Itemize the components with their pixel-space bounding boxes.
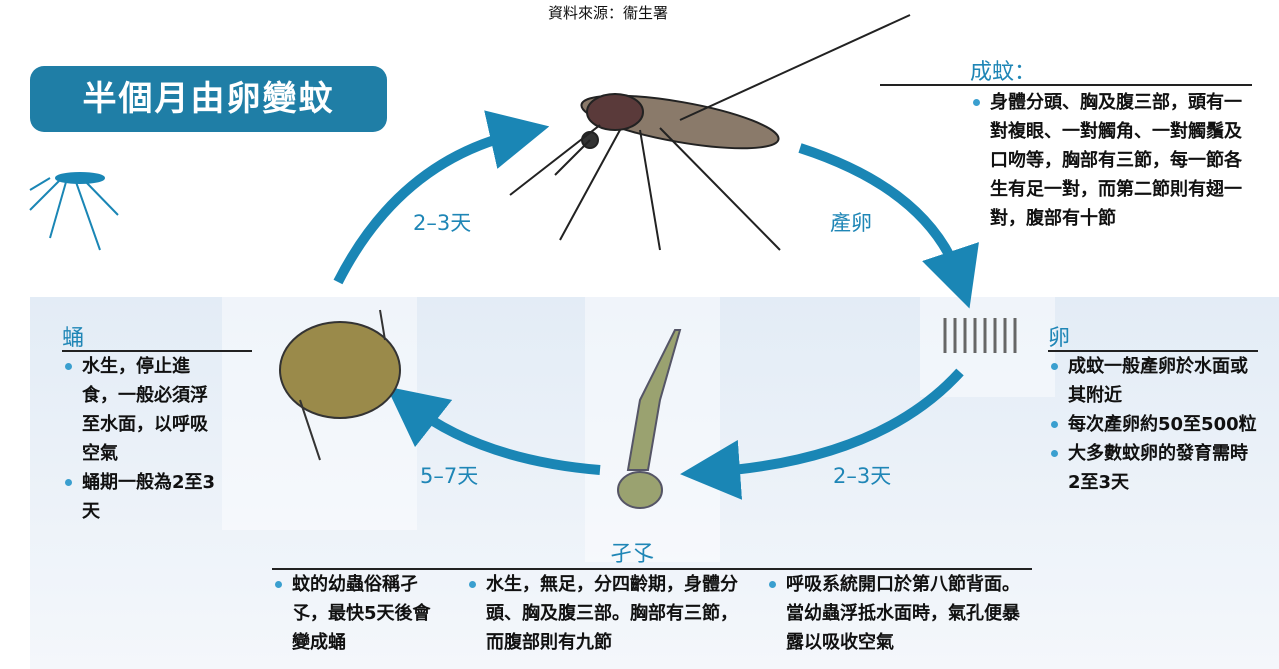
- larva-bullet: 蚊的幼蟲俗稱孑孓，最快5天後會變成蛹: [272, 570, 447, 657]
- label-adult-to-egg: 產卵: [830, 211, 872, 235]
- arrow-larva-to-pupa: [386, 386, 601, 475]
- egg-heading: 卵: [1048, 326, 1071, 351]
- egg-bullet: 大多數蚊卵的發育需時2至3天: [1048, 439, 1258, 497]
- larva-bullets-1: 蚊的幼蟲俗稱孑孓，最快5天後會變成蛹: [272, 570, 447, 657]
- larva-illustration: [617, 329, 682, 509]
- larva-bullet: 呼吸系統開口於第八節背面。當幼蟲浮抵水面時，氣孔便暴露以吸收空氣: [766, 570, 1036, 657]
- arrow-adult-to-egg: [798, 143, 979, 309]
- label-egg-to-larva: 2–3天: [833, 464, 892, 488]
- egg-rule: [1048, 350, 1258, 352]
- page-title: 半個月由卵變蚊: [30, 66, 387, 132]
- larva-rule: [272, 568, 1032, 570]
- larva-bullets-3: 呼吸系統開口於第八節背面。當幼蟲浮抵水面時，氣孔便暴露以吸收空氣: [766, 570, 1036, 657]
- adult-bullet: 身體分頭、胸及腹三部，頭有一對複眼、一對觸角、一對觸鬚及口吻等，胸部有三節，每一…: [970, 88, 1255, 233]
- egg-illustration: [943, 318, 1017, 353]
- adult-rule: [880, 84, 1252, 86]
- adult-heading: 成蚊：: [970, 60, 1037, 85]
- pupa-bullet: 蛹期一般為2至3天: [62, 468, 222, 526]
- egg-bullet: 成蚊一般產卵於水面或其附近: [1048, 352, 1258, 410]
- pupa-rule: [62, 350, 252, 352]
- pupa-illustration: [279, 309, 401, 461]
- arrow-pupa-to-adult: [333, 110, 550, 285]
- larva-bullet: 水生，無足，分四齡期，身體分頭、胸及腹三部。胸部有三節，而腹部則有九節: [466, 570, 741, 657]
- cycle-arrows: [333, 110, 979, 500]
- small-mosquito-icon: [29, 172, 119, 251]
- adult-mosquito-illustration: [509, 14, 911, 251]
- larva-bullets-2: 水生，無足，分四齡期，身體分頭、胸及腹三部。胸部有三節，而腹部則有九節: [466, 570, 741, 657]
- pupa-heading: 蛹: [62, 326, 85, 351]
- pupa-bullet: 水生，停止進食，一般必須浮至水面，以呼吸空氣: [62, 352, 222, 468]
- arrow-egg-to-larva: [680, 368, 964, 500]
- egg-photo-panel: [920, 297, 1055, 397]
- egg-bullet: 每次產卵約50至500粒: [1048, 410, 1258, 439]
- label-pupa-to-adult: 2–3天: [413, 211, 472, 235]
- source-credit: 資料來源：衞生署: [548, 4, 669, 22]
- larva-heading: 孑孓: [610, 542, 655, 567]
- egg-bullets: 成蚊一般產卵於水面或其附近 每次產卵約50至500粒 大多數蚊卵的發育需時2至3…: [1048, 352, 1258, 497]
- label-larva-to-pupa: 5–7天: [420, 464, 479, 488]
- pupa-bullets: 水生，停止進食，一般必須浮至水面，以呼吸空氣 蛹期一般為2至3天: [62, 352, 222, 526]
- adult-bullets: 身體分頭、胸及腹三部，頭有一對複眼、一對觸角、一對觸鬚及口吻等，胸部有三節，每一…: [970, 88, 1255, 233]
